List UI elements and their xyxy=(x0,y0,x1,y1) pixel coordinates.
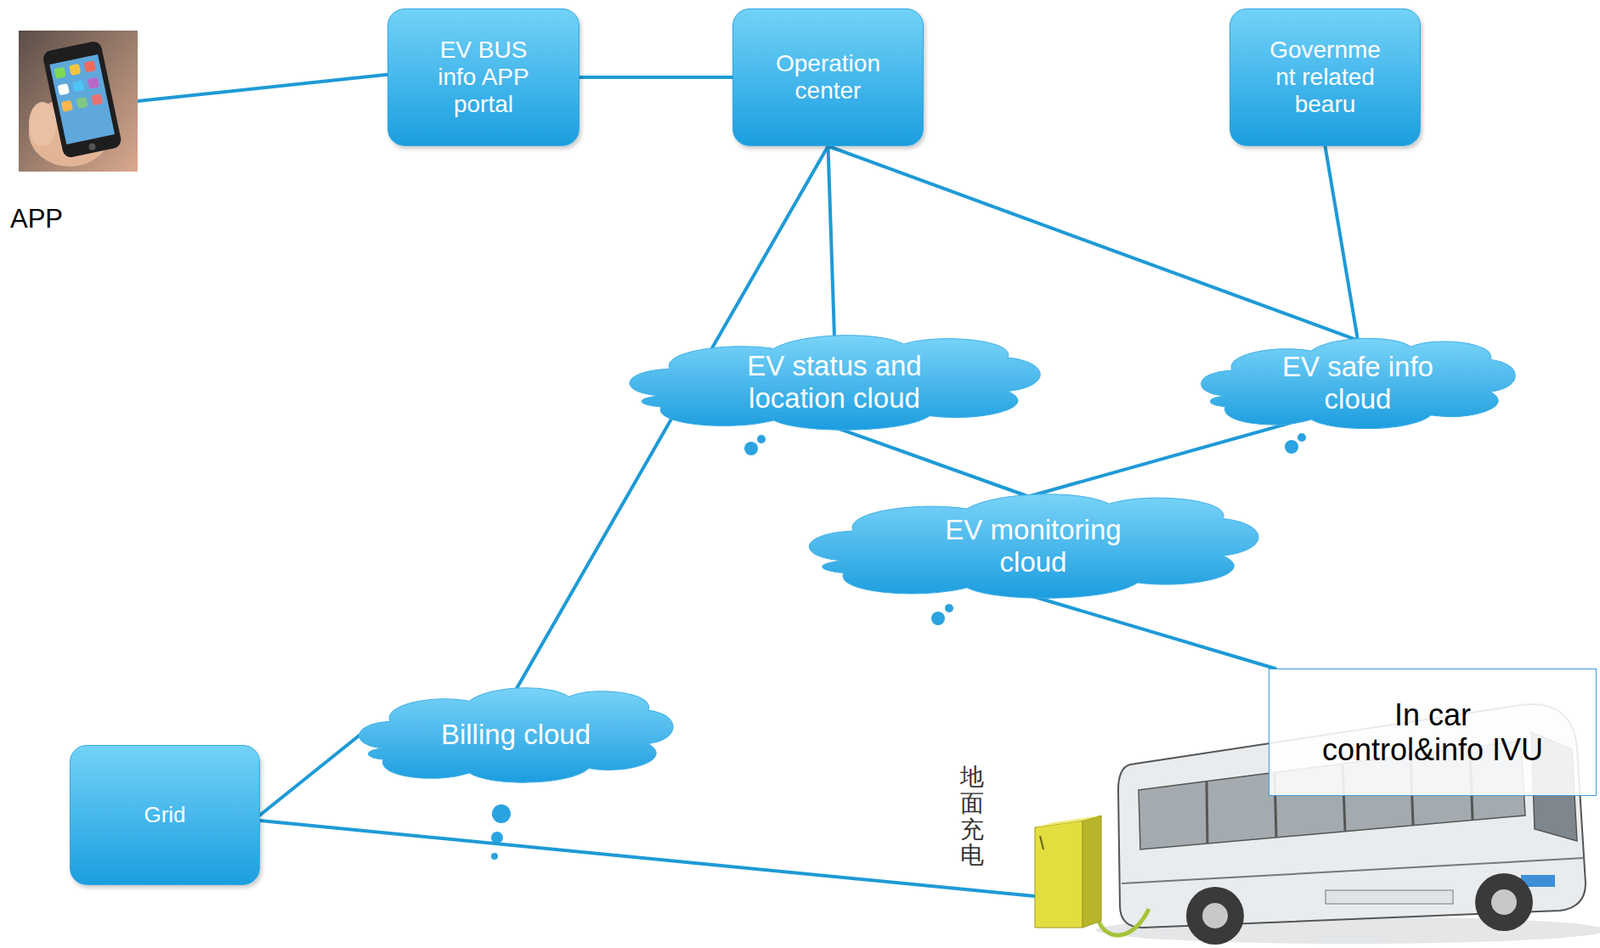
app-icon xyxy=(61,100,74,113)
cloud-shape: EV monitoring cloud xyxy=(796,484,1271,608)
app-icon xyxy=(57,83,70,96)
charger-picture xyxy=(1034,815,1102,928)
bus-wheel xyxy=(1475,873,1533,932)
bubble-dot xyxy=(931,611,945,626)
bus-wheel xyxy=(1186,887,1244,945)
box-label: In car control&info IVU xyxy=(1309,697,1556,769)
vertical-label: 地面充电 xyxy=(960,764,984,870)
bubble-dot xyxy=(491,804,511,824)
cloud-body xyxy=(808,494,1259,599)
bus-hub xyxy=(1202,903,1228,929)
app-icon xyxy=(68,63,81,76)
charging-cable xyxy=(1097,909,1149,936)
cloud-shape: Billing cloud xyxy=(350,678,682,792)
ivu-box: In car control&info IVU xyxy=(1268,668,1597,797)
process-box: Grid xyxy=(69,745,261,886)
cloud-label: EV safe info cloud xyxy=(1272,350,1443,416)
app-icon xyxy=(75,96,88,109)
phone-screen xyxy=(49,54,115,145)
cloud-label: EV monitoring cloud xyxy=(935,514,1131,579)
bubble-dot xyxy=(1284,440,1299,454)
bubble-dot xyxy=(1297,433,1307,442)
app-phone: APP xyxy=(18,30,138,172)
app-icon xyxy=(87,77,100,90)
process-box: Governme nt related bearu xyxy=(1229,8,1421,147)
bubble-dot xyxy=(491,853,498,860)
home-button xyxy=(88,142,97,151)
connector-line xyxy=(828,146,836,338)
charger-seam xyxy=(1040,836,1044,850)
cloud-label: EV status and location cloud xyxy=(732,350,937,415)
app-icon xyxy=(84,60,97,73)
cloud-body xyxy=(359,688,674,783)
cloud-body xyxy=(1201,338,1516,429)
photo-ground xyxy=(18,30,138,172)
charger-front xyxy=(1034,820,1083,928)
cloud-shape: EV safe info cloud xyxy=(1192,329,1524,437)
connector-line xyxy=(137,74,388,102)
bus-battery xyxy=(1325,890,1454,905)
cloud-body xyxy=(629,335,1041,430)
connector-line xyxy=(828,146,1359,341)
connector-line xyxy=(834,427,1029,498)
thumb xyxy=(28,101,57,147)
box-label: EV BUS info APP portal xyxy=(429,36,538,119)
connector-line xyxy=(579,75,733,80)
bus-hub xyxy=(1491,889,1517,916)
phone-picture xyxy=(18,30,138,172)
connector-line xyxy=(1028,421,1295,497)
bubble-dot xyxy=(744,441,758,456)
connector-line xyxy=(260,820,1035,897)
box-label: Grid xyxy=(143,802,186,829)
charger-box: 地面充电 xyxy=(1034,815,1102,928)
bubble-dot xyxy=(757,435,766,444)
connector-line xyxy=(1325,146,1359,341)
app-icon xyxy=(72,79,85,92)
phone-case xyxy=(41,39,123,159)
charger-side xyxy=(1082,815,1102,928)
bubble-dot xyxy=(944,604,954,613)
connector-line xyxy=(1028,595,1275,670)
box-label: Governme nt related bearu xyxy=(1261,36,1390,119)
app-icon xyxy=(90,93,103,106)
process-box: EV BUS info APP portal xyxy=(387,8,580,147)
cloud-label: Billing cloud xyxy=(440,718,591,752)
charger-top xyxy=(1034,815,1102,828)
process-box: Operation center xyxy=(732,8,924,147)
phone xyxy=(41,39,123,159)
app-icon xyxy=(53,67,66,80)
connector-line xyxy=(260,734,361,816)
cloud-shape: EV status and location cloud xyxy=(617,326,1052,439)
app-label: APP xyxy=(10,203,130,235)
box-label: Operation center xyxy=(764,50,893,105)
